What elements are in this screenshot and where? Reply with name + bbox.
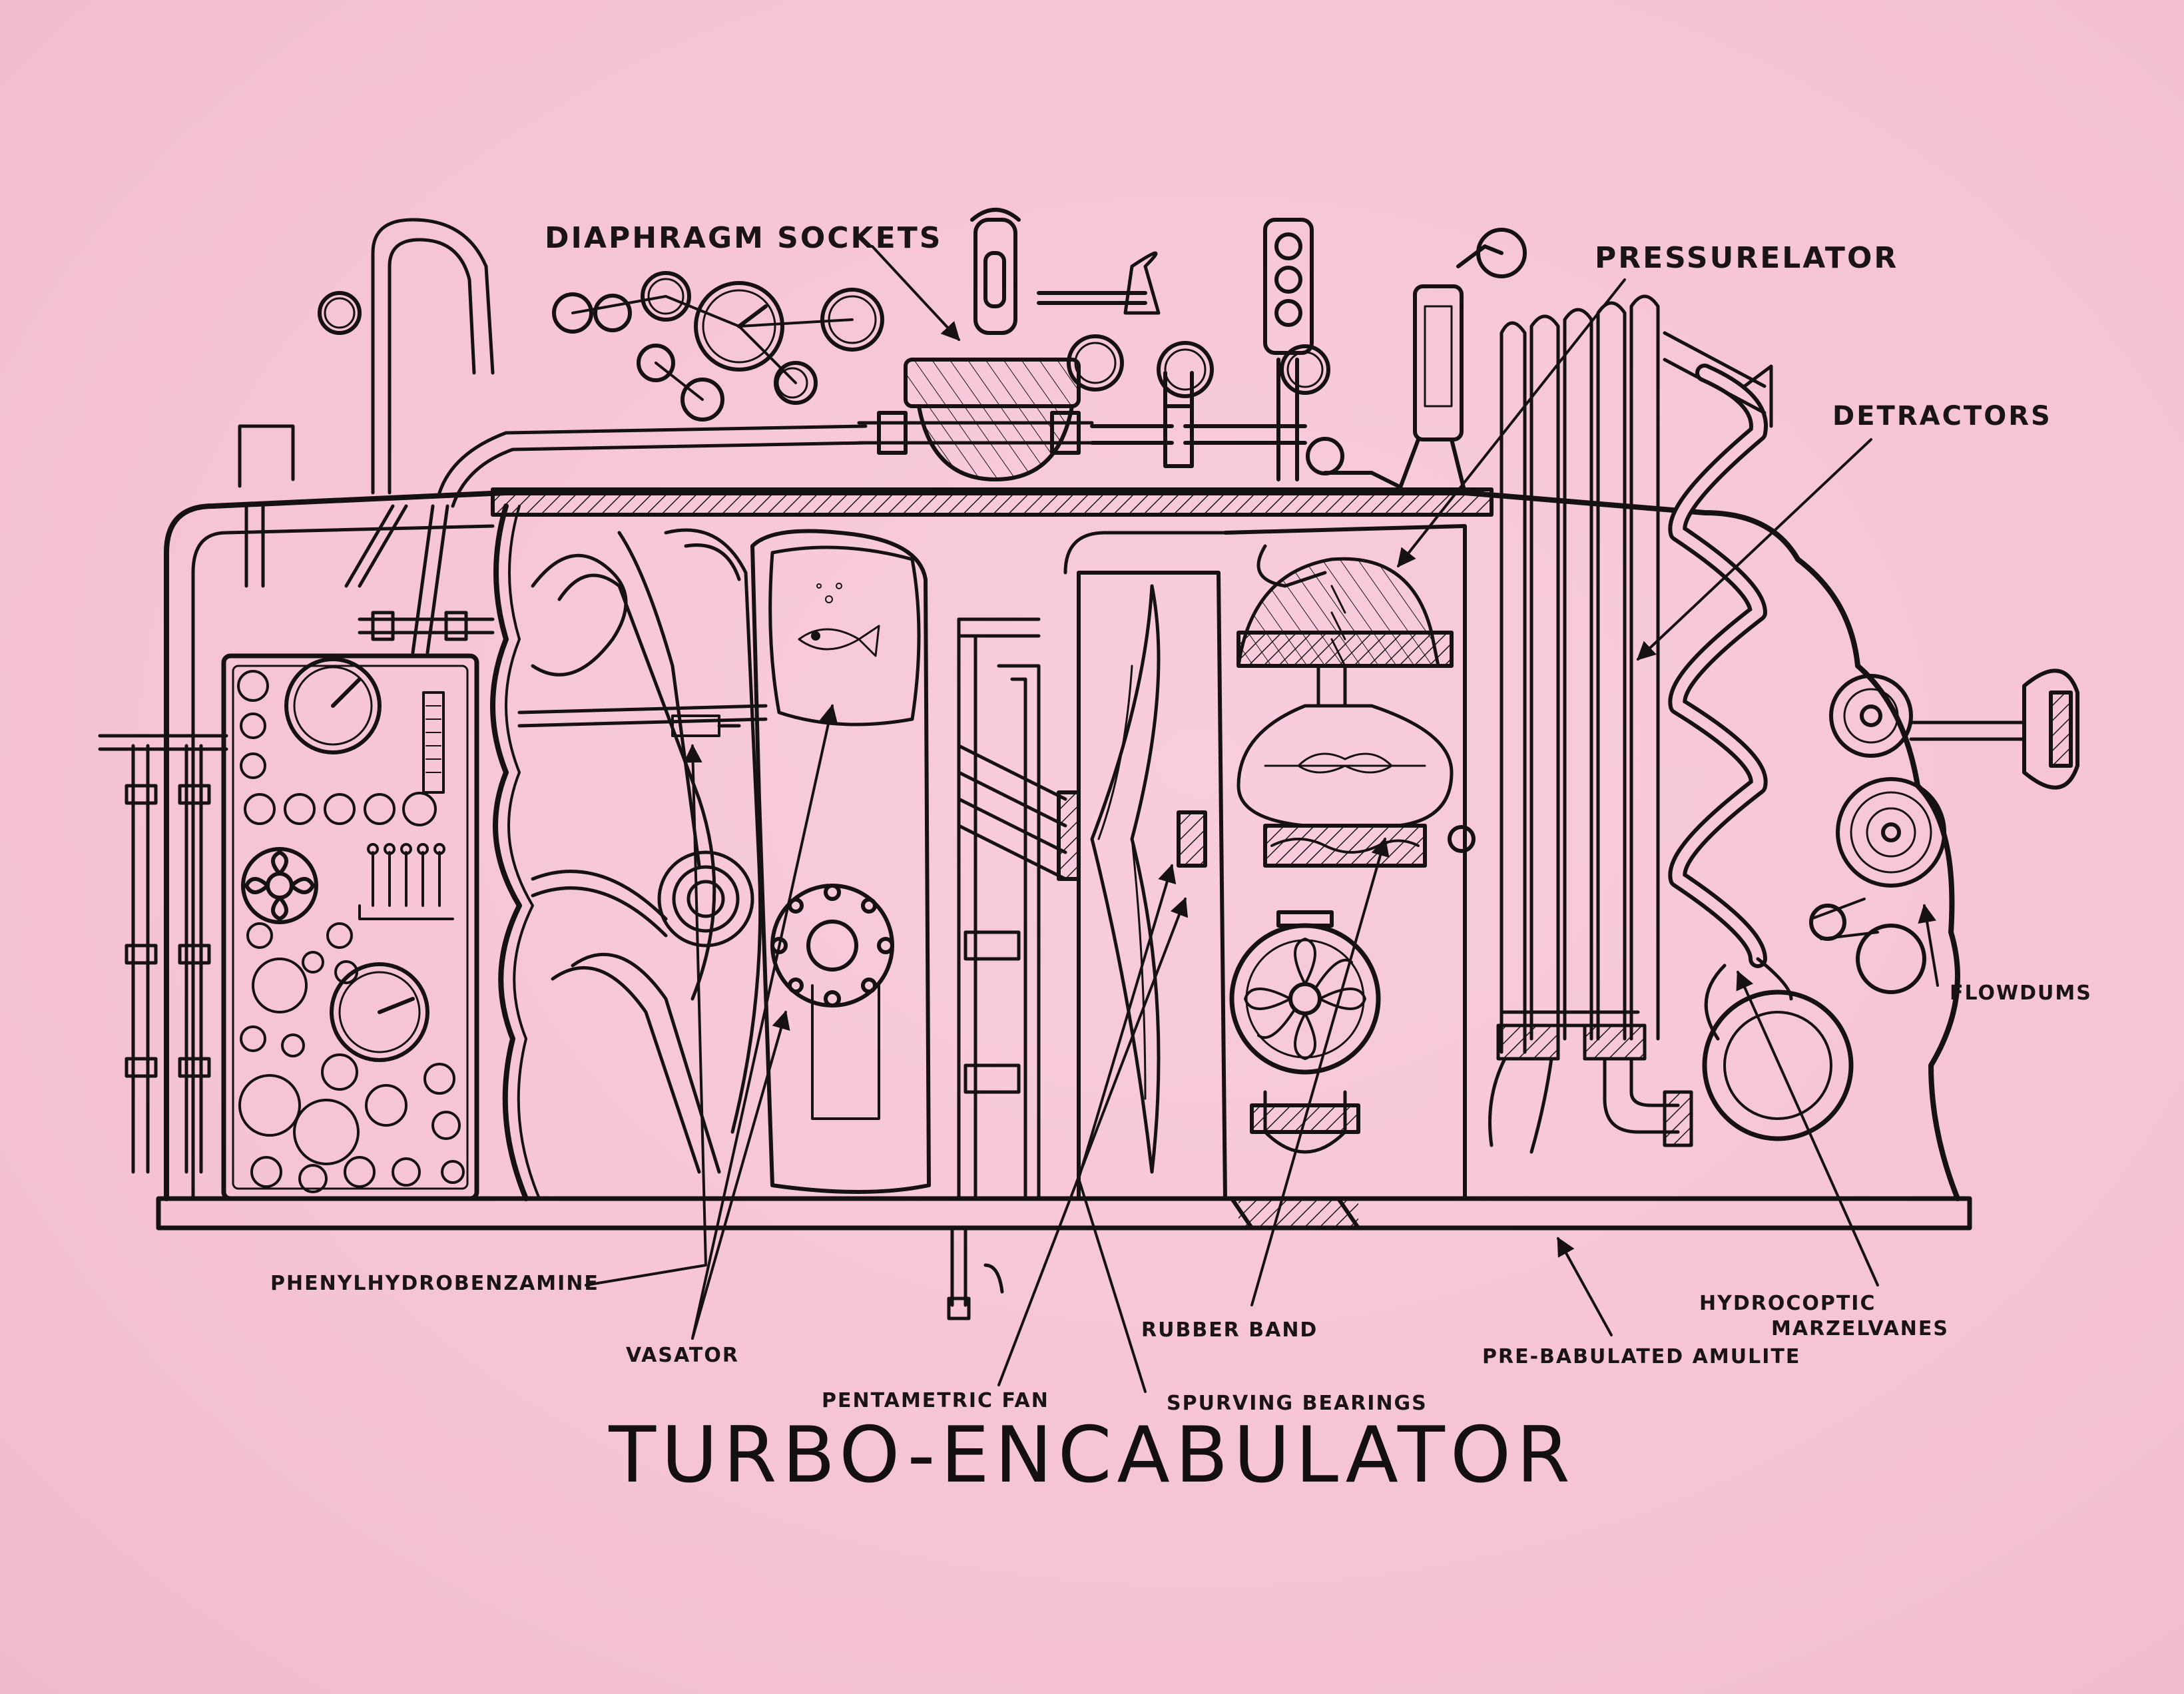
label-pre-babulated-amulite: PRE-BABULATED AMULITE <box>1482 1345 1801 1368</box>
pressurelator-chamber <box>1223 524 1476 1201</box>
label-diaphragm-sockets: DIAPHRAGM SOCKETS <box>545 221 943 255</box>
label-rubber-band: RUBBER BAND <box>1141 1318 1318 1342</box>
tube-chamber <box>517 528 768 1174</box>
top-gauge-cluster <box>318 271 884 422</box>
leader-arrows <box>585 245 1939 1393</box>
control-panel <box>221 653 479 1201</box>
label-pentametric-fan: PENTAMETRIC FAN <box>822 1389 1049 1412</box>
left-pipes <box>98 218 868 1174</box>
center-pipes <box>947 617 1067 1320</box>
main-housing <box>164 487 1960 1201</box>
tube-bank <box>1488 294 1693 1154</box>
label-hydrocoptic: HYDROCOPTIC <box>1699 1292 1876 1315</box>
label-pressurelator: PRESSURELATOR <box>1595 241 1899 275</box>
page-title: TURBO-ENCABULATOR <box>609 1410 1575 1500</box>
label-vasator: VASATOR <box>626 1344 739 1367</box>
flowdums <box>1809 669 2079 994</box>
pentametric-fan <box>1057 531 1227 1201</box>
base-plate <box>156 1196 1972 1231</box>
label-marzelvanes: MARZELVANES <box>1771 1317 1950 1340</box>
label-phenylhydrobenzamine: PHENYLHYDROBENZAMINE <box>270 1272 599 1295</box>
label-spurving-bearings: SPURVING BEARINGS <box>1167 1392 1428 1415</box>
detractor-coil <box>1663 331 1854 1141</box>
label-flowdums: FLOWDUMS <box>1950 982 2092 1005</box>
vasator-tank <box>750 529 931 1194</box>
diaphragm-assembly <box>857 208 1527 495</box>
label-detractors: DETRACTORS <box>1832 401 2052 431</box>
